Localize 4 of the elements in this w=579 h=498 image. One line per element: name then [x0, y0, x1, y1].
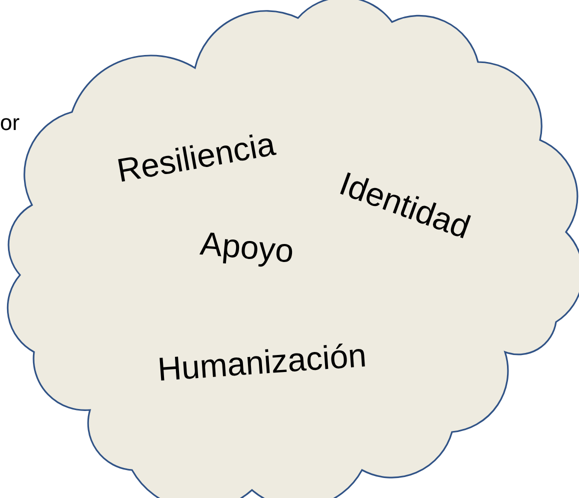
keyword-text: Resiliencia [114, 126, 278, 188]
cut-off-text: or [0, 112, 20, 134]
keyword-text: Humanización [156, 338, 368, 386]
keyword-text: Apoyo [198, 226, 296, 268]
